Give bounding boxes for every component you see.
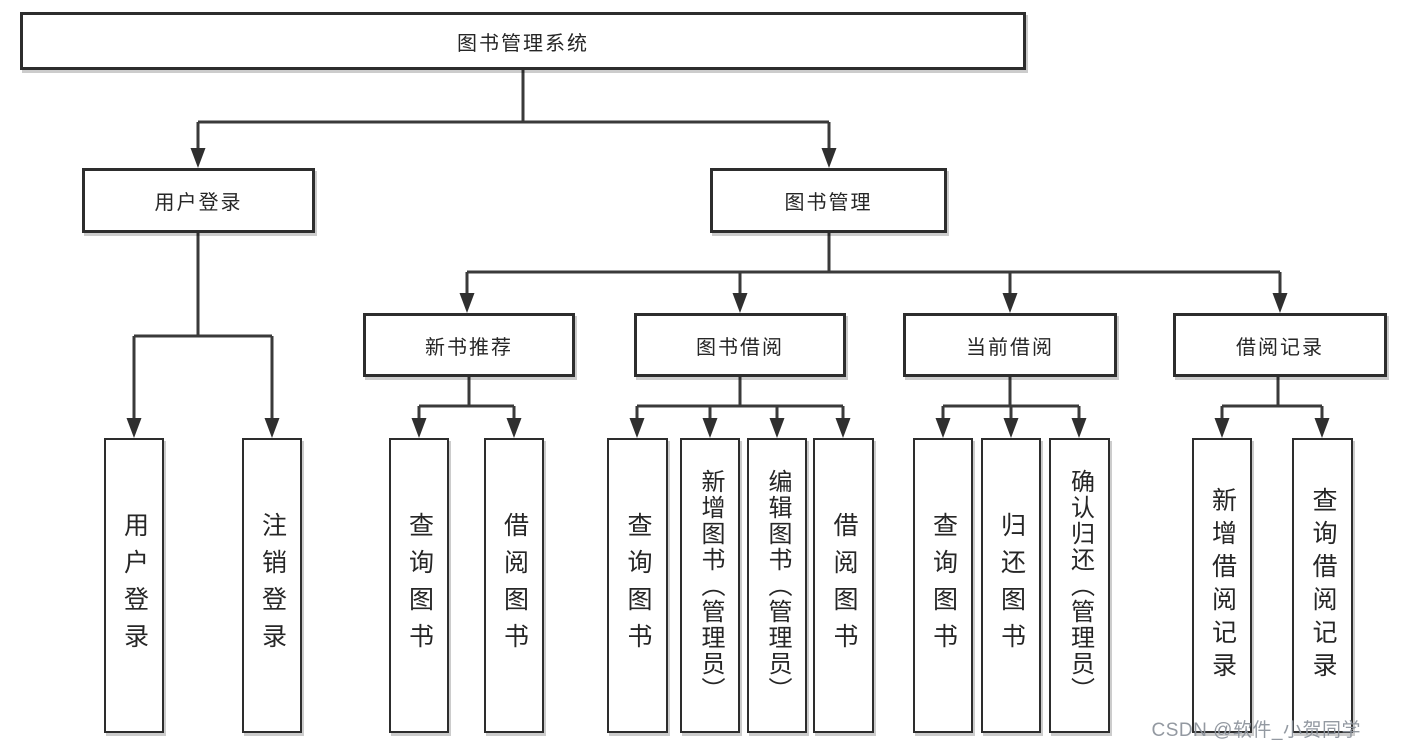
node-current-borrow: 当前借阅 (903, 313, 1117, 377)
connector-user-login (132, 233, 274, 420)
connector-current-borrow (941, 377, 1081, 420)
node-add-books-admin: 新增图书（管理员） (680, 438, 740, 733)
node-label: 归还图书 (997, 511, 1026, 660)
connector-book-management (465, 233, 1282, 295)
node-label: 图书借阅 (696, 336, 784, 359)
node-label: 当前借阅 (966, 336, 1054, 359)
node-new-book-recommend: 新书推荐 (363, 313, 575, 377)
node-query-books-recommend: 查询图书 (389, 438, 449, 733)
node-label: 用户登录 (154, 192, 243, 214)
node-label: 查询图书 (624, 511, 652, 660)
node-book-management: 图书管理 (710, 168, 947, 233)
node-query-books-current: 查询图书 (913, 438, 973, 733)
node-edit-books-admin: 编辑图书（管理员） (747, 438, 807, 733)
node-label: 查询图书 (405, 511, 434, 660)
node-borrow-records: 借阅记录 (1173, 313, 1387, 377)
connector-root (196, 70, 831, 150)
node-borrow-books: 借阅图书 (813, 438, 874, 733)
node-label: 确认归还（管理员） (1066, 468, 1094, 703)
node-borrow-books-recommend: 借阅图书 (484, 438, 544, 733)
node-label: 图书管理 (784, 192, 873, 214)
node-confirm-return-admin: 确认归还（管理员） (1049, 438, 1110, 733)
node-label: 用户登录 (120, 511, 149, 660)
csdn-watermark: CSDN @软件_小贺同学 (1151, 720, 1361, 741)
node-label: 注销登录 (258, 511, 287, 660)
node-book-borrow: 图书借阅 (634, 313, 846, 377)
node-label: 查询图书 (929, 511, 958, 660)
node-user-login-leaf: 用户登录 (104, 438, 164, 733)
node-label: 借阅图书 (500, 511, 529, 660)
node-query-borrow-record: 查询借阅记录 (1292, 438, 1353, 733)
node-label: 新增借阅记录 (1208, 486, 1237, 685)
node-library-management-system: 图书管理系统 (20, 12, 1026, 70)
node-label: 编辑图书（管理员） (764, 468, 791, 703)
node-logout: 注销登录 (242, 438, 302, 733)
node-label: 借阅记录 (1236, 336, 1324, 359)
node-user-login: 用户登录 (82, 168, 315, 233)
connector-borrow-records (1220, 377, 1324, 420)
node-label: 借阅图书 (830, 511, 858, 660)
connector-book-borrow (635, 377, 845, 420)
connector-new-book-recommend (417, 377, 516, 420)
node-return-books: 归还图书 (981, 438, 1041, 733)
node-query-books-borrow: 查询图书 (607, 438, 668, 733)
node-label: 新增图书（管理员） (697, 468, 724, 703)
node-add-borrow-record: 新增借阅记录 (1192, 438, 1252, 733)
node-label: 查询借阅记录 (1309, 486, 1337, 685)
node-label: 图书管理系统 (457, 32, 589, 55)
node-label: 新书推荐 (425, 336, 513, 359)
